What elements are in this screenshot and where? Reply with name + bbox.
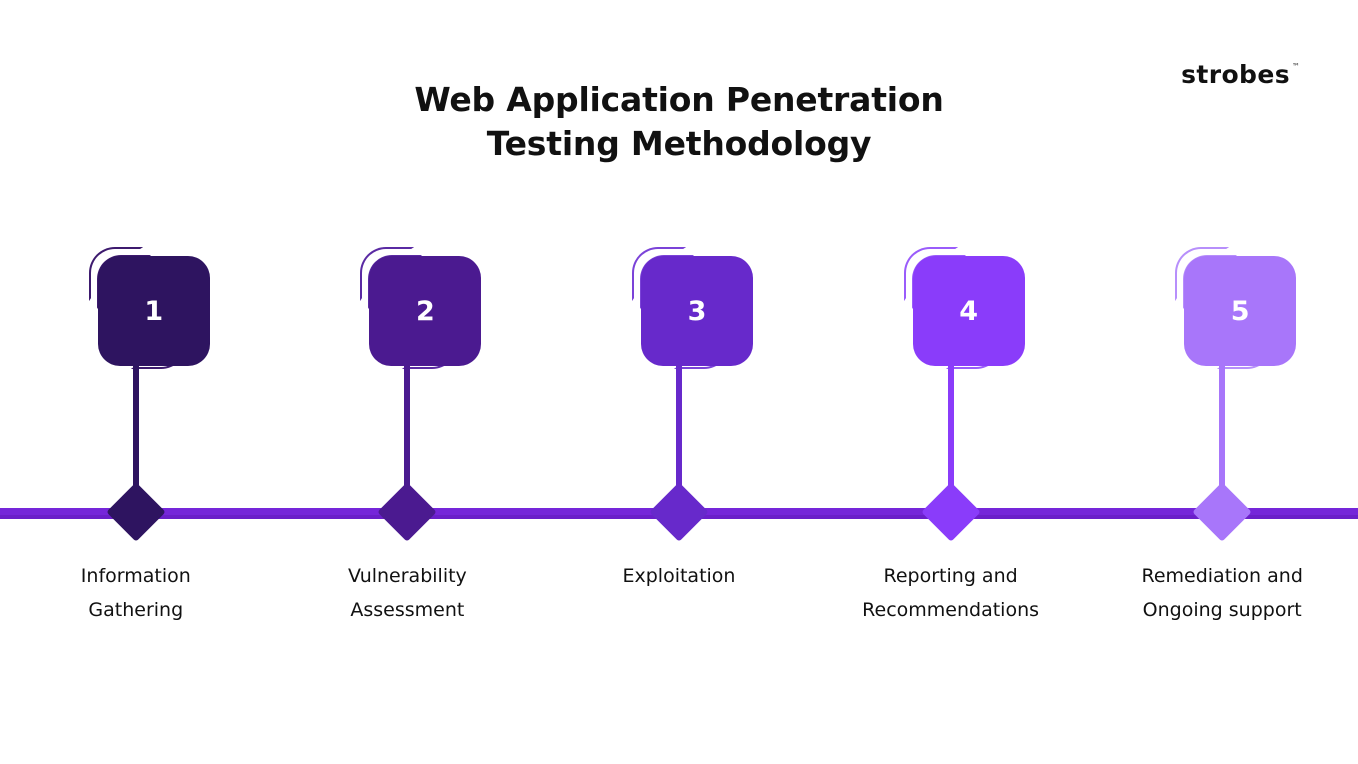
step-number: 2 <box>415 295 435 327</box>
step-card-group: 1 <box>76 238 210 378</box>
trademark-symbol: ™ <box>1292 62 1300 71</box>
step-connector-stem <box>132 366 139 512</box>
step-label-line-1: Information <box>80 565 191 587</box>
step-label: Exploitation <box>549 560 809 594</box>
step-label-line-1: Vulnerability <box>347 565 467 587</box>
step-diamond-marker <box>649 482 709 542</box>
step-number: 3 <box>687 295 707 327</box>
corner-arc-top-left-outer-icon <box>631 247 686 301</box>
step-diamond-marker <box>377 482 438 542</box>
corner-arc-top-left-outer-icon <box>1175 247 1230 301</box>
step-card-group: 2 <box>347 238 482 378</box>
step-number: 1 <box>144 295 164 327</box>
corner-arc-top-left-outer-icon <box>903 247 958 301</box>
page-title: Web Application Penetration Testing Meth… <box>0 78 1358 165</box>
step-label-line-2: Ongoing support <box>1142 598 1302 621</box>
step-label-line-1: Exploitation <box>622 565 736 587</box>
step-card-group: 3 <box>619 238 753 378</box>
step-label-line-1: Remediation and <box>1141 565 1303 587</box>
header: Web Application Penetration Testing Meth… <box>0 0 1358 163</box>
step-card[interactable]: 3 <box>640 256 753 366</box>
corner-arc-top-left-outer-icon <box>360 247 415 301</box>
step-label-line-2: Recommendations <box>862 598 1040 621</box>
step-connector-stem <box>947 366 954 512</box>
corner-arc-top-left-outer-icon <box>88 247 143 301</box>
page-title-line-1: Web Application Penetration <box>414 80 944 120</box>
page-title-line-2: Testing Methodology <box>486 123 872 163</box>
step-card-group: 4 <box>891 238 1025 378</box>
step-label-line-2: Gathering <box>88 598 184 621</box>
step-label-line-2: Assessment <box>350 598 465 621</box>
step-card-group: 5 <box>1162 238 1297 378</box>
step-connector-stem <box>675 366 682 512</box>
step-card[interactable]: 2 <box>369 256 482 366</box>
step-card[interactable]: 5 <box>1184 256 1297 366</box>
step-number: 5 <box>1230 295 1250 327</box>
step-connector-stem <box>1219 366 1226 512</box>
step-label-line-1: Reporting and <box>883 565 1018 587</box>
step-connector-stem <box>404 366 411 512</box>
brand-wordmark: strobes <box>1181 60 1290 89</box>
step-number: 4 <box>959 295 978 327</box>
step-diamond-marker <box>920 482 981 542</box>
step-card[interactable]: 1 <box>97 256 210 366</box>
brand-logo: strobes ™ <box>1181 62 1300 87</box>
step-card[interactable]: 4 <box>912 256 1025 366</box>
step-diamond-marker <box>1192 482 1252 542</box>
step-diamond-marker <box>106 482 166 542</box>
